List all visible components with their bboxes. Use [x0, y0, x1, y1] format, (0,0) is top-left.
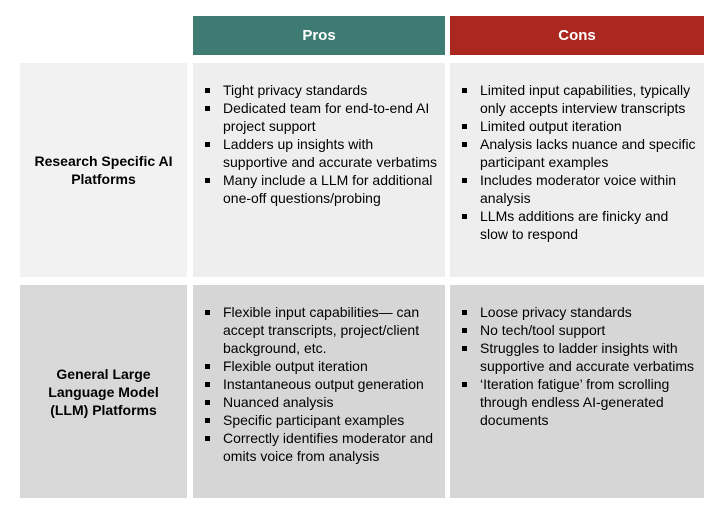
row-label-llm-platforms: General Large Language Model (LLM) Platf…	[20, 285, 187, 498]
list-item: Includes moderator voice within analysis	[460, 171, 696, 207]
llm-platforms-cons-list: Loose privacy standards No tech/tool sup…	[460, 303, 696, 429]
llm-platforms-pros-cell: Flexible input capabilities— can accept …	[193, 285, 445, 498]
llm-platforms-pros-list: Flexible input capabilities— can accept …	[203, 303, 437, 465]
list-item: Instantaneous output generation	[203, 375, 437, 393]
llm-platforms-cons-cell: Loose privacy standards No tech/tool sup…	[450, 285, 704, 498]
list-item: Struggles to ladder insights with suppor…	[460, 339, 696, 375]
list-item: Correctly identifies moderator and omits…	[203, 429, 437, 465]
list-item: Ladders up insights with supportive and …	[203, 135, 437, 171]
row-label-text: General Large Language Model (LLM) Platf…	[48, 365, 159, 418]
list-item: Many include a LLM for additional one-of…	[203, 171, 437, 207]
list-item: ‘Iteration fatigue’ from scrolling throu…	[460, 375, 696, 429]
row-label-text: Research Specific AI Platforms	[34, 153, 173, 187]
list-item: Limited input capabilities, typically on…	[460, 81, 696, 117]
list-item: Flexible output iteration	[203, 357, 437, 375]
research-platforms-cons-list: Limited input capabilities, typically on…	[460, 81, 696, 243]
row-label-research-platforms: Research Specific AI Platforms	[20, 63, 187, 277]
list-item: LLMs additions are finicky and slow to r…	[460, 207, 696, 243]
research-platforms-pros-cell: Tight privacy standards Dedicated team f…	[193, 63, 445, 277]
list-item: Tight privacy standards	[203, 81, 437, 99]
list-item: Loose privacy standards	[460, 303, 696, 321]
list-item: Analysis lacks nuance and specific parti…	[460, 135, 696, 171]
list-item: Limited output iteration	[460, 117, 696, 135]
research-platforms-cons-cell: Limited input capabilities, typically on…	[450, 63, 704, 277]
list-item: Dedicated team for end-to-end AI project…	[203, 99, 437, 135]
research-platforms-pros-list: Tight privacy standards Dedicated team f…	[203, 81, 437, 207]
list-item: Flexible input capabilities— can accept …	[203, 303, 437, 357]
pros-header: Pros	[193, 16, 445, 55]
cons-header-label: Cons	[558, 27, 596, 44]
list-item: Specific participant examples	[203, 411, 437, 429]
cons-header: Cons	[450, 16, 704, 55]
list-item: Nuanced analysis	[203, 393, 437, 411]
pros-header-label: Pros	[302, 27, 336, 44]
list-item: No tech/tool support	[460, 321, 696, 339]
